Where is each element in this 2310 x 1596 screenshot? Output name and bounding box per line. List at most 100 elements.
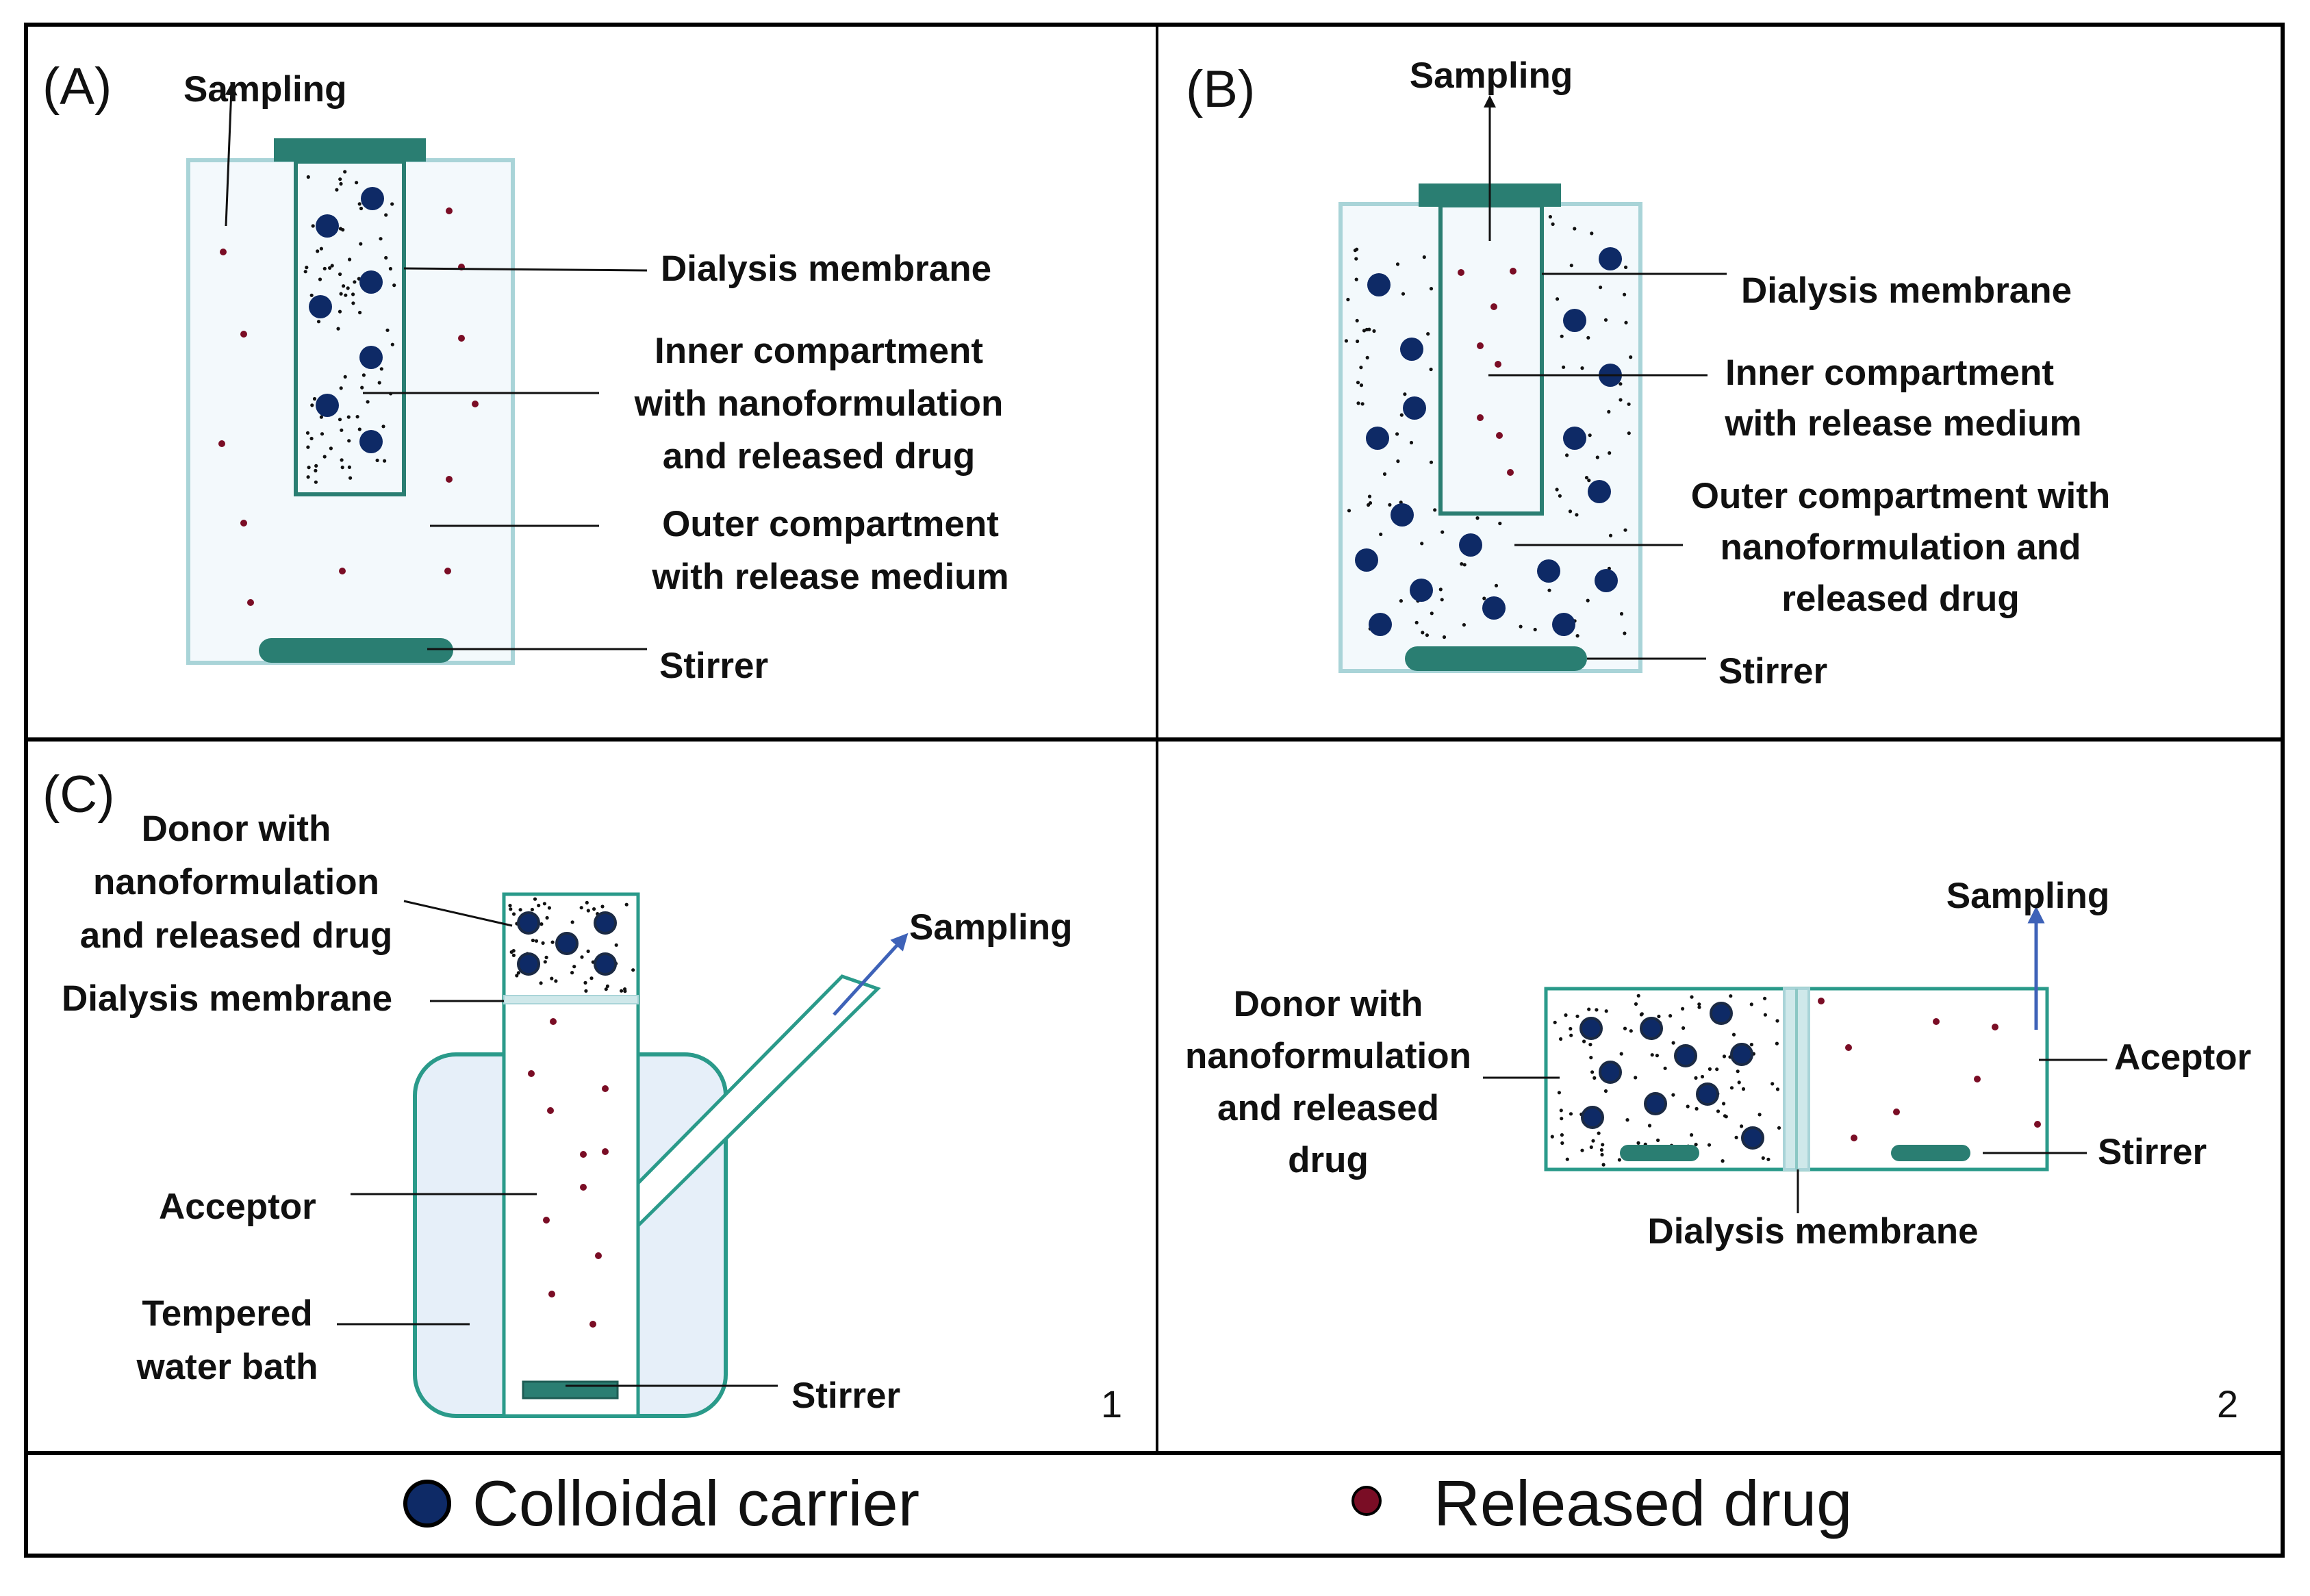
speckle xyxy=(347,439,351,443)
bath-label-1: Tempered xyxy=(142,1293,312,1334)
speckle xyxy=(316,249,320,253)
speckle xyxy=(1586,335,1590,340)
speckle xyxy=(1564,1013,1568,1017)
dialysis-bag xyxy=(1438,203,1544,516)
colloidal-carrier xyxy=(361,187,384,210)
speckle xyxy=(303,270,307,274)
speckle xyxy=(545,915,549,920)
stirrer-label: Stirrer xyxy=(659,646,768,686)
colloidal-carrier xyxy=(1644,1092,1667,1115)
speckle xyxy=(1590,1070,1595,1074)
colloidal-carriers xyxy=(1579,1002,1764,1150)
speckle xyxy=(1619,611,1624,616)
speckle xyxy=(550,940,555,944)
donor-stirrer xyxy=(1620,1145,1699,1161)
speckle xyxy=(605,984,610,988)
colloidal-carrier xyxy=(1369,613,1392,636)
speckle xyxy=(534,939,539,943)
dialysis-bag xyxy=(294,160,406,496)
speckle xyxy=(1592,1076,1597,1080)
speckle xyxy=(1420,542,1424,546)
speckle xyxy=(550,976,554,980)
released-drug xyxy=(528,1070,535,1077)
speckle xyxy=(1707,1143,1712,1147)
colloidal-carrier xyxy=(517,952,540,976)
speckle xyxy=(1695,1106,1699,1111)
speckle xyxy=(1555,487,1559,492)
speckle xyxy=(1429,367,1433,372)
speckle xyxy=(338,177,342,181)
speckle xyxy=(1430,611,1434,616)
sampling-label: Sampling xyxy=(1410,55,1573,96)
speckle xyxy=(1639,1013,1643,1017)
sampling-label: Sampling xyxy=(909,907,1073,948)
speckle xyxy=(383,459,387,463)
speckle xyxy=(1557,1091,1561,1095)
released-drug xyxy=(1845,1044,1852,1051)
speckle xyxy=(1736,1069,1740,1074)
panel-a: (A) Sampling Dialysis membrane Inner com… xyxy=(42,58,1009,686)
donor-label-1: Donor with xyxy=(142,809,331,849)
released-drug-dot-icon xyxy=(1351,1486,1382,1516)
speckle xyxy=(1587,1007,1591,1011)
speckle xyxy=(314,464,318,468)
speckle xyxy=(1462,563,1467,567)
sampling-arrow xyxy=(833,933,909,1016)
speckle xyxy=(360,385,364,390)
speckles xyxy=(1344,215,1633,639)
speckle xyxy=(311,224,315,228)
speckle xyxy=(306,175,310,179)
stirrer-label: Stirrer xyxy=(791,1376,900,1416)
released-drug xyxy=(1851,1135,1857,1141)
speckle xyxy=(1647,1124,1652,1128)
speckle xyxy=(1681,1026,1686,1030)
released-drug xyxy=(1496,432,1503,439)
speckle xyxy=(508,904,512,908)
speckle xyxy=(1697,1005,1701,1009)
speckle xyxy=(1694,1143,1698,1147)
speckle xyxy=(322,266,327,270)
speckle xyxy=(1625,1118,1629,1122)
stirrer xyxy=(522,1380,619,1399)
released-drug xyxy=(446,476,453,483)
speckle xyxy=(540,922,544,926)
speckle xyxy=(1627,431,1631,435)
speckle xyxy=(1568,509,1573,514)
speckle xyxy=(316,320,321,324)
colloidal-carrier xyxy=(1674,1044,1697,1067)
speckle xyxy=(1722,1054,1727,1059)
speckle xyxy=(1607,409,1611,414)
speckle xyxy=(509,907,513,911)
speckle xyxy=(1589,1056,1593,1060)
colloidal-carrier xyxy=(1599,247,1622,270)
colloidal-carrier xyxy=(1391,503,1414,527)
speckle xyxy=(1619,1052,1623,1056)
colloidal-carrier xyxy=(555,932,579,955)
speckle xyxy=(1629,1029,1633,1033)
speckle xyxy=(1729,994,1733,998)
speckle xyxy=(1690,995,1694,999)
colloidal-carrier xyxy=(1552,613,1575,636)
colloidal-carrier xyxy=(594,911,617,935)
speckle xyxy=(539,981,543,985)
speckle xyxy=(1368,501,1373,505)
speckle xyxy=(353,280,357,284)
speckle xyxy=(1657,1014,1661,1019)
colloidal-carrier xyxy=(316,394,339,417)
sampling-label: Sampling xyxy=(1946,876,2110,916)
speckle xyxy=(305,266,309,270)
membrane-label: Dialysis membrane xyxy=(661,249,991,289)
speckle xyxy=(531,938,535,943)
speckle xyxy=(1595,455,1599,459)
speckle xyxy=(348,257,352,262)
speckle xyxy=(1550,1135,1554,1139)
colloidal-carrier xyxy=(1537,559,1560,583)
released-drug xyxy=(580,1151,587,1158)
stirrer-label: Stirrer xyxy=(1718,651,1827,692)
speckle xyxy=(586,909,590,913)
speckle xyxy=(554,979,558,983)
speckle xyxy=(543,960,547,964)
speckle xyxy=(1624,265,1628,269)
released-drug xyxy=(1477,414,1484,421)
speckle xyxy=(1429,460,1434,464)
